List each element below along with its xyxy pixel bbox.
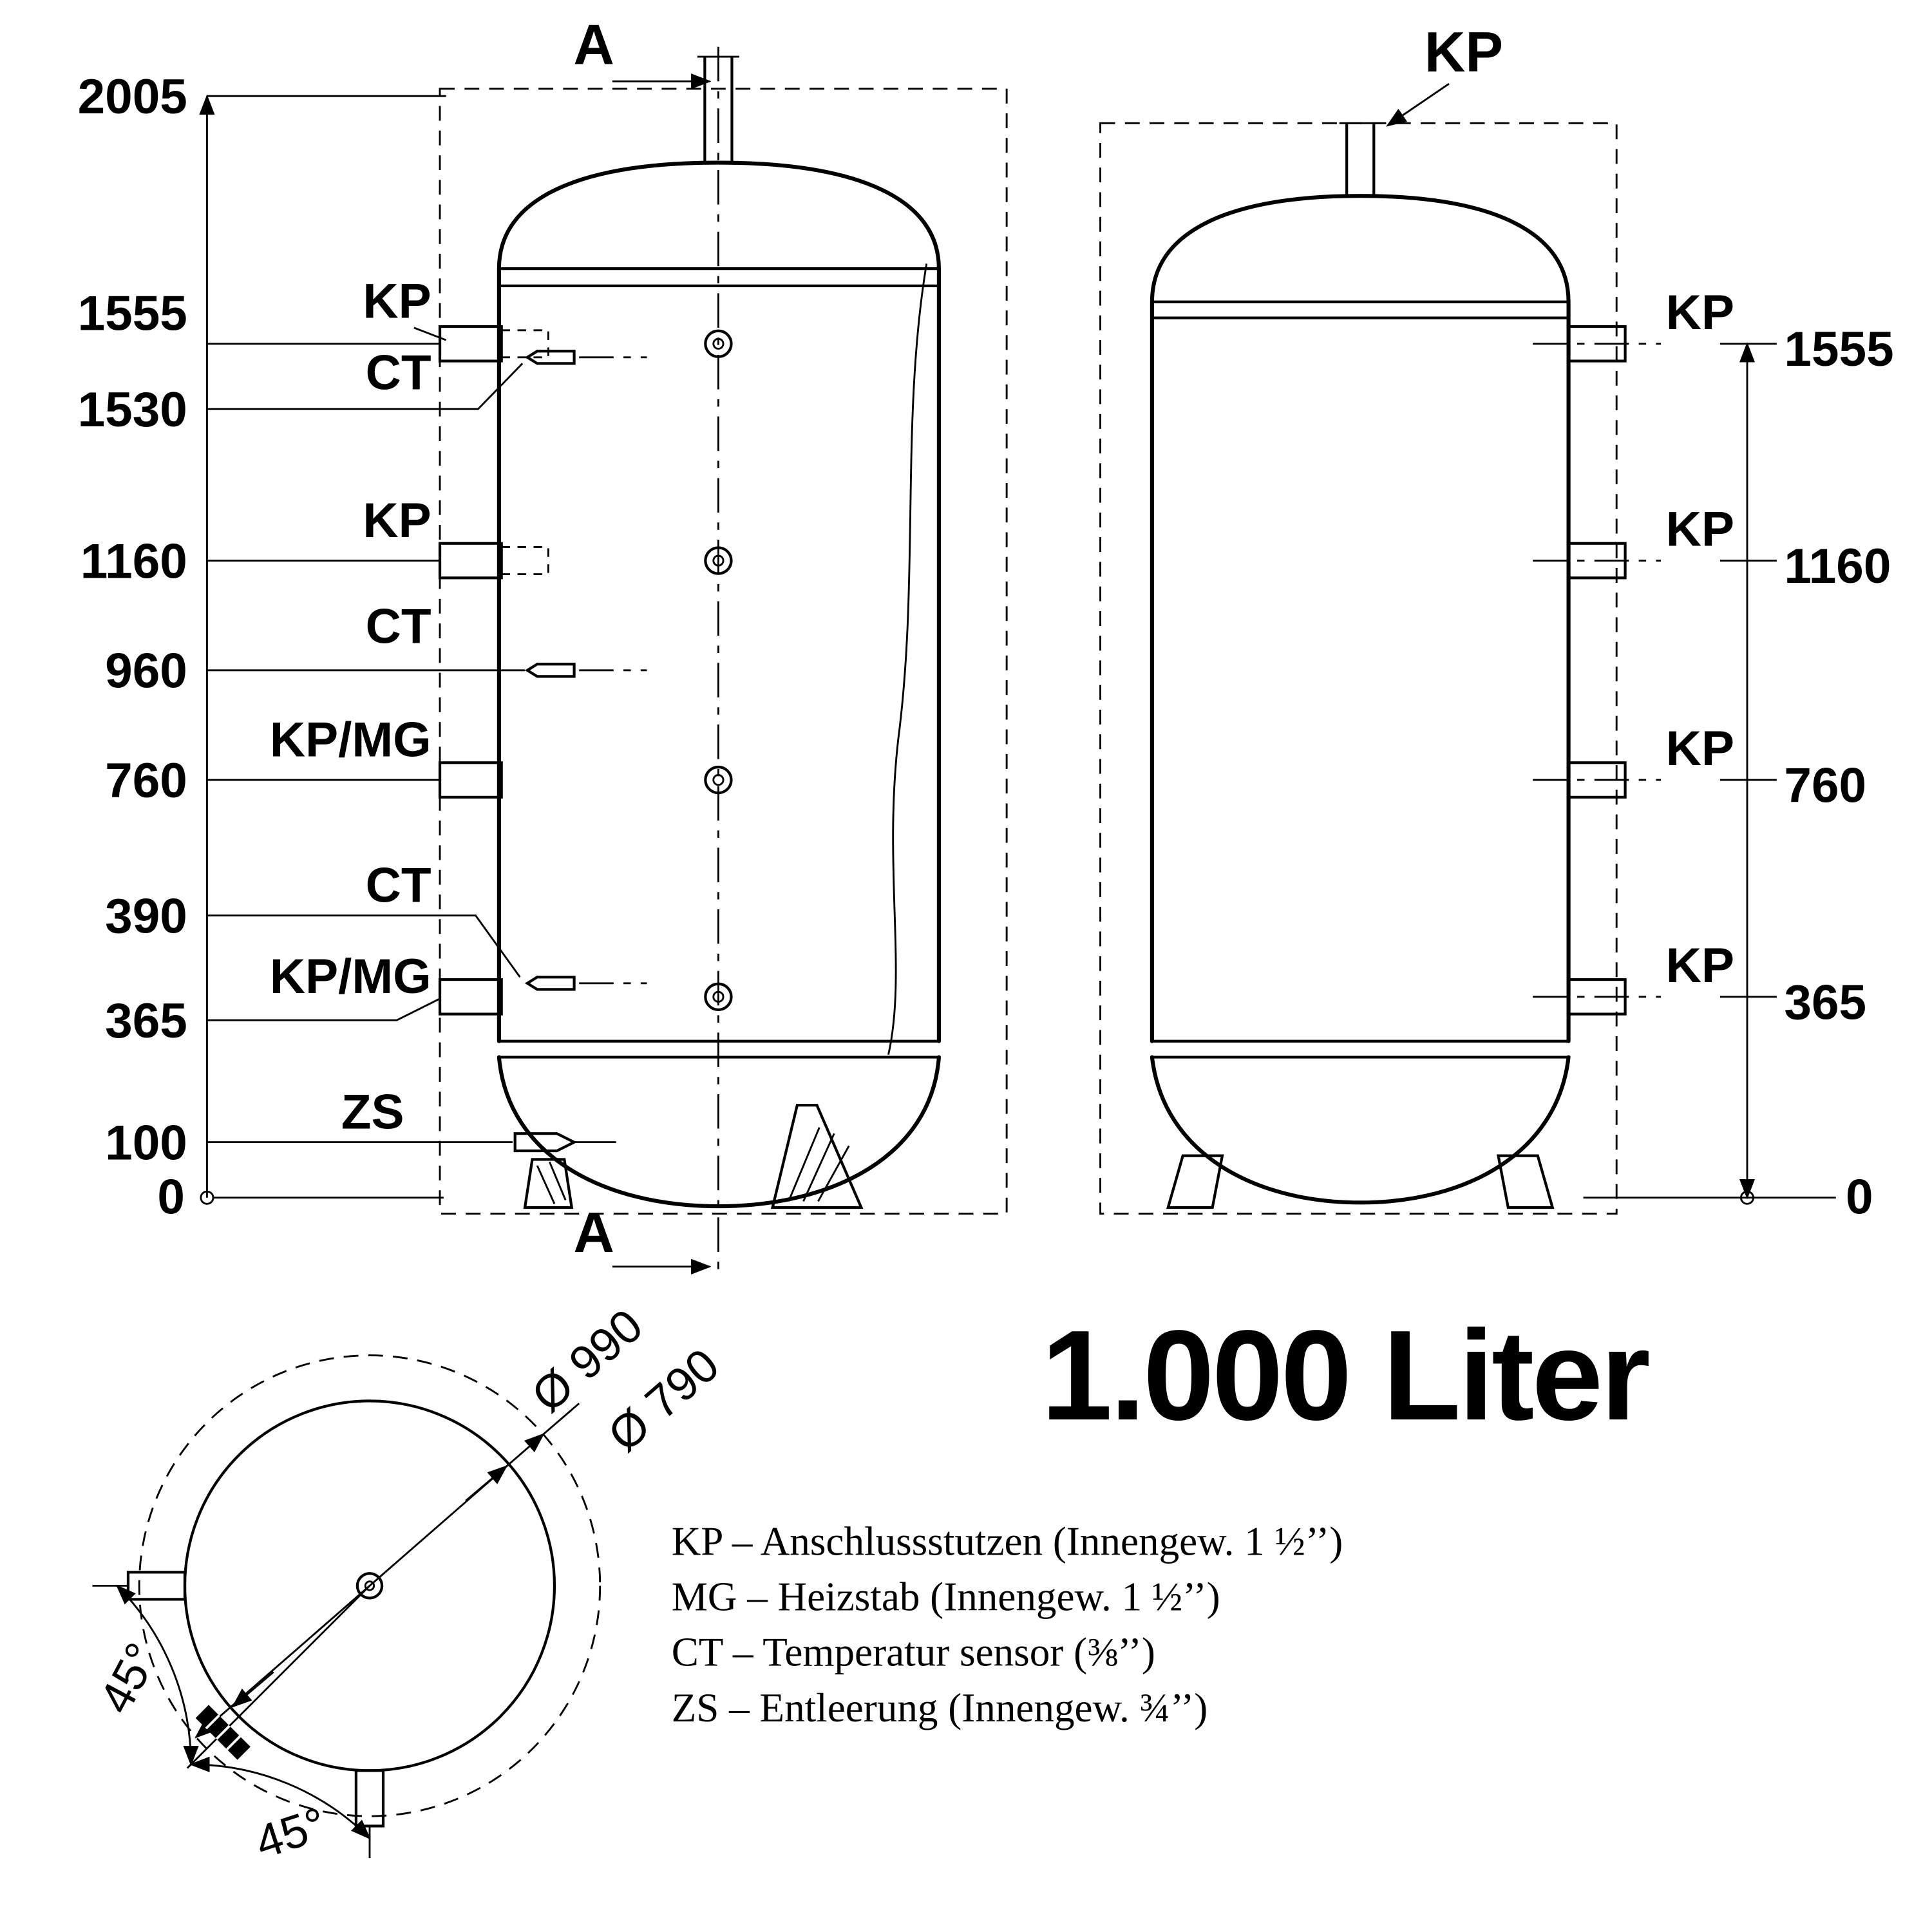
side-tank-bottom-dome: [1150, 1055, 1571, 1205]
ext-line-45: [186, 1751, 204, 1769]
port-label-kp-1555: KP: [363, 274, 431, 329]
dim-2005: 2005: [78, 70, 187, 124]
side-top-nozzle: [1339, 122, 1381, 195]
page-title: 1.000 Liter: [1041, 1304, 1649, 1447]
dim-line-1530: [207, 363, 524, 410]
front-tank-outline: [497, 160, 941, 1043]
side-dim-365: 365: [1784, 975, 1866, 1030]
legend-mg: MG – Heizstab (Innengew. 1 ½’’): [672, 1575, 1220, 1620]
dim-390: 390: [105, 889, 187, 943]
angle-arc-left: [115, 1584, 199, 1766]
left-dimensions: 2005 1555 1530 1160 960 760 390 365 100 …: [78, 70, 526, 1225]
port-label-kpmg-365: KP/MG: [270, 949, 431, 1004]
side-top-port-label: KP: [1425, 20, 1503, 84]
dim-1160: 1160: [80, 534, 187, 589]
angle-45-left-label: 45°: [90, 1634, 169, 1721]
side-connection-stubs: [1533, 325, 1662, 1016]
top-view-stub-hatched: [195, 1705, 251, 1760]
ct-sensors: [524, 350, 647, 991]
front-view: A A: [438, 12, 1008, 1274]
port-label-kpmg-760: KP/MG: [270, 713, 431, 768]
dim-760: 760: [105, 753, 187, 808]
diameter-arrow-790-b: [465, 1465, 508, 1502]
datum-zero-marker-right: [1740, 1190, 1755, 1205]
section-label-top: A: [573, 12, 614, 76]
diameter-leader: [542, 1403, 580, 1435]
port-label-ct-390: CT: [366, 858, 431, 913]
side-port-kp-365: KP: [1666, 938, 1734, 993]
dim-960: 960: [105, 644, 187, 699]
legend-kp: KP – Anschlussstutzen (Innengew. 1 ½’’): [672, 1519, 1343, 1564]
side-tank-outline: [1150, 194, 1571, 1043]
dim-1555: 1555: [78, 287, 187, 341]
dim-line-365: [207, 998, 439, 1021]
front-port-circles: [704, 329, 733, 1012]
dim-0: 0: [157, 1170, 185, 1225]
front-feet: [523, 1104, 864, 1209]
side-dim-1555: 1555: [1784, 322, 1893, 377]
legend-ct: CT – Temperatur sensor (⅜’’): [672, 1630, 1155, 1675]
side-port-kp-1555: KP: [1666, 285, 1734, 340]
front-envelope-box: [439, 88, 1008, 1215]
kp-top-arrow: [1386, 82, 1450, 127]
side-dim-1160: 1160: [1784, 539, 1891, 594]
port-label-ct-960: CT: [366, 600, 431, 654]
angle-45-bottom-label: 45°: [249, 1797, 333, 1869]
top-view-stub-bottom: [354, 1769, 385, 1828]
legend: KP – Anschlussstutzen (Innengew. 1 ½’’) …: [672, 1519, 1343, 1730]
top-view: Ø 990 Ø 790 45° 45°: [90, 1299, 729, 1869]
right-dimensions: 1555 1160 760 365 0: [1583, 322, 1894, 1225]
port-label-zs-100: ZS: [341, 1085, 404, 1140]
section-label-bottom: A: [573, 1200, 614, 1264]
side-envelope-box: [1099, 122, 1618, 1215]
port-label-ct-1530: CT: [366, 346, 431, 401]
legend-zs: ZS – Entleerung (Innengew. ¾’’): [672, 1685, 1208, 1730]
break-line: [887, 263, 928, 1056]
dim-100: 100: [105, 1115, 187, 1170]
zs-drain: [513, 1132, 616, 1153]
section-marks: A A: [573, 12, 712, 1274]
side-dim-0: 0: [1846, 1170, 1873, 1225]
port-label-kp-1160: KP: [363, 493, 431, 548]
side-port-kp-760: KP: [1666, 721, 1734, 776]
leader-kp-1555: [413, 327, 447, 341]
side-feet: [1166, 1154, 1555, 1209]
side-dim-760: 760: [1784, 759, 1866, 813]
side-port-kp-1160: KP: [1666, 502, 1734, 557]
dim-365: 365: [105, 994, 187, 1048]
dim-1530: 1530: [78, 383, 187, 437]
diameter-arrow-790-a: [231, 1671, 274, 1708]
side-view: KP KP KP KP KP: [1099, 20, 1734, 1215]
dim-line-390: [207, 914, 521, 978]
angle-arc-bottom: [189, 1756, 371, 1840]
top-view-stub-left: [126, 1571, 187, 1601]
